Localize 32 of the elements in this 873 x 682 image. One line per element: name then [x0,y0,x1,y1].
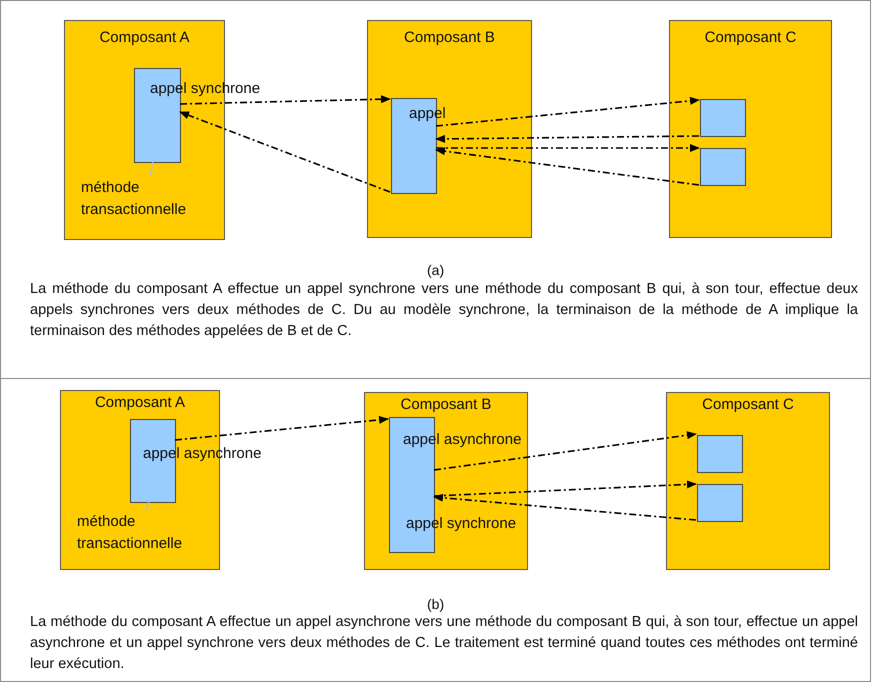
caption-text: La méthode du composant A effectue un appel synchrone vers une méthode du composant B qui, à son tour, effectue deux appels synchrones vers deux méthodes de C. Du au modèle synchrone, la terminaison de la méthode de A implique la terminaison des méthodes appelées de B et de C. [30,280,858,341]
component-title: Composant B [400,396,492,413]
component-title: Composant A [98,29,191,46]
component-box [666,392,830,570]
method-box [697,484,743,522]
component-title: Composant C [701,396,795,413]
arrow [436,144,700,152]
component-title: Composant A [94,394,186,411]
arrow [435,134,699,143]
arrow [180,95,391,105]
leader-line [149,162,154,176]
component-box [367,20,532,238]
component-title: Composant B [403,29,496,46]
arrow [435,147,700,186]
caption-text: La méthode du composant A effectue un appel asynchrone vers une méthode du composant B qui, à son tour, effectue un appel asynchrone et un appel synchrone vers deux méthodes de C. Le traitement est terminé quand toutes ces méthodes ont terminé leur exécution. [30,613,858,674]
method-box [700,99,746,137]
arrow [433,494,696,521]
method-note: méthode transactionnelle [81,178,188,220]
arrow [434,480,697,497]
arrow [434,431,697,471]
component-title: Composant C [704,29,798,46]
component-box [364,392,528,570]
arrow [436,96,700,127]
method-box [700,148,746,186]
leader-line [145,502,150,510]
method-note: méthode transactionnelle [77,512,184,554]
panel-label: (a) [427,262,444,278]
arrow [179,111,390,193]
method-box [697,435,743,473]
panel-label: (b) [427,596,444,612]
arrow [174,416,389,441]
component-box [669,20,832,238]
